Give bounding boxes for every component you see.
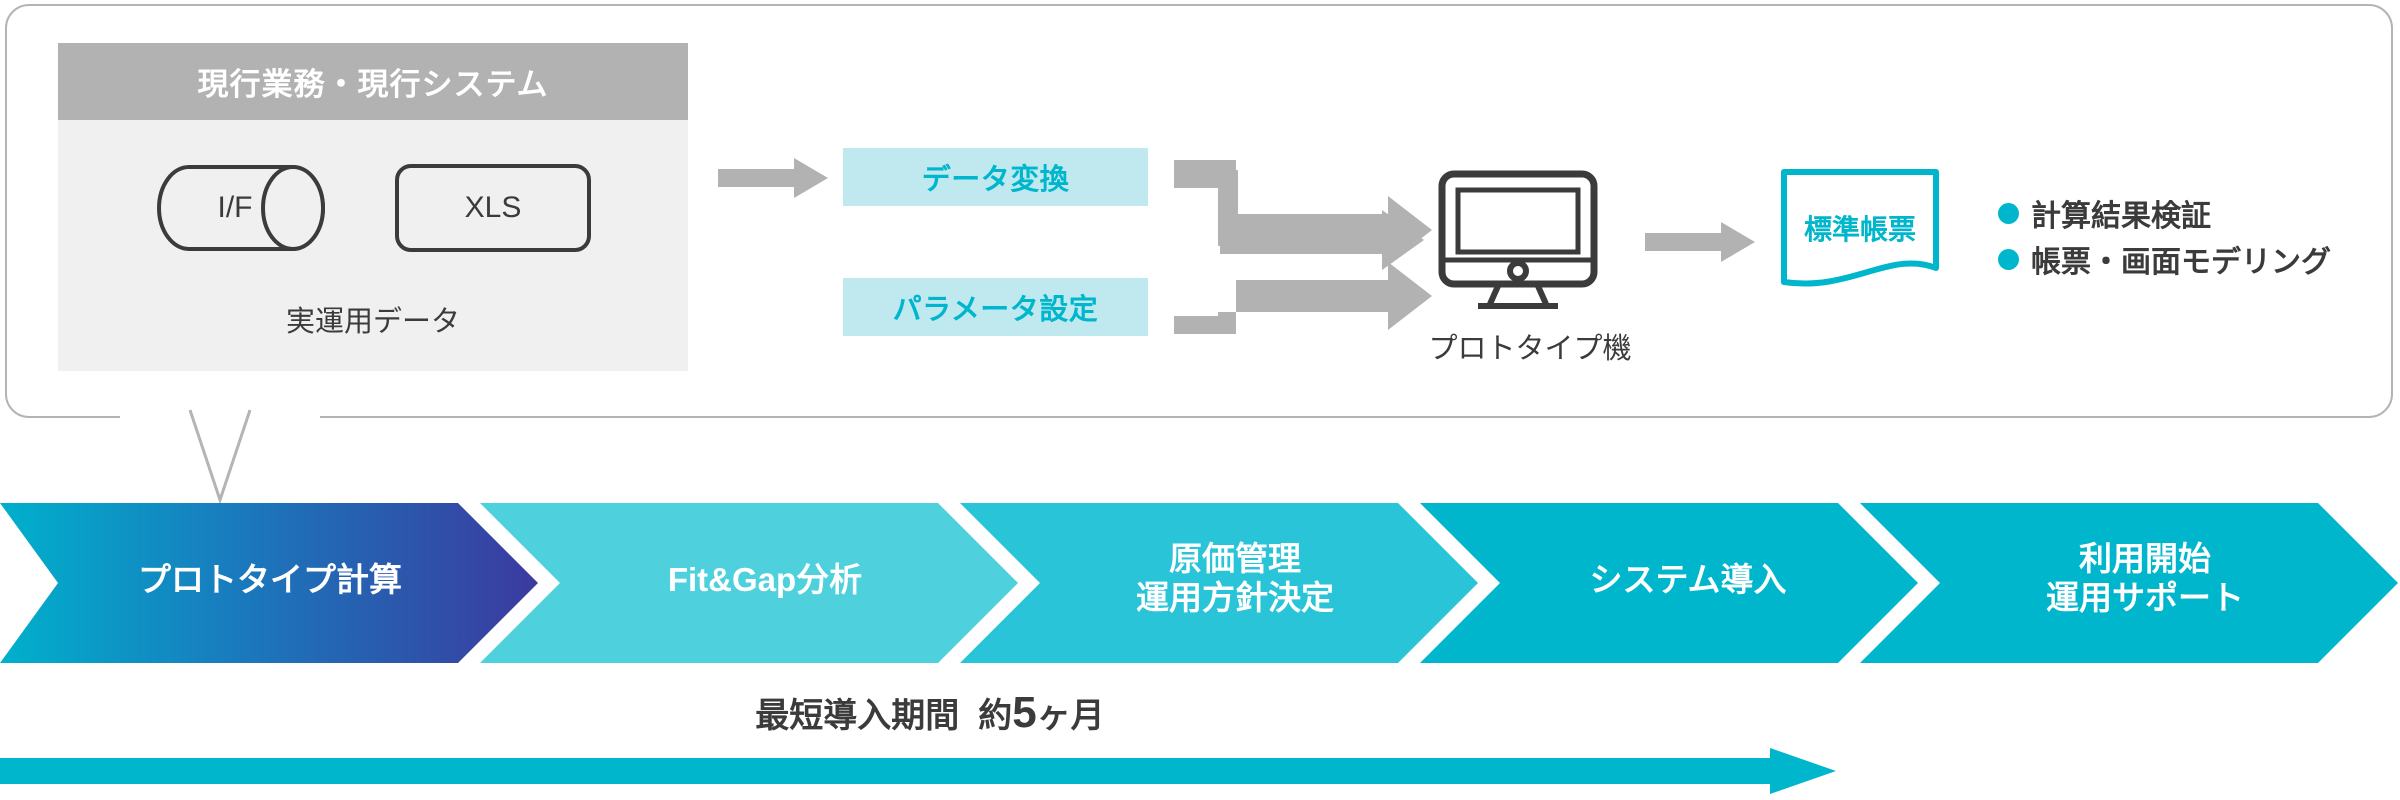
duration-caption: 最短導入期間 約5ヶ月 xyxy=(0,688,1860,738)
phase-chevrons xyxy=(0,503,2398,663)
cylinder-icon xyxy=(157,164,325,251)
phase-shape-cost-management xyxy=(960,503,1478,663)
duration-prefix: 最短導入期間 xyxy=(755,697,960,735)
legacy-panel-caption: 実運用データ xyxy=(285,306,460,338)
arrow-elbow-pair xyxy=(1174,160,1432,334)
xls-box-label: XLS xyxy=(464,190,522,224)
legacy-system-panel: 現行業務・現行システム I/F XLS 実運用データ xyxy=(58,43,688,371)
interface-cylinder: I/F xyxy=(155,164,347,252)
list-item: 計算結果検証 xyxy=(1998,190,2398,236)
process-phase-band: プロトタイプ計算 Fit&Gap分析 原価管理 運用方針決定 システム導入 利用… xyxy=(0,503,2400,663)
duration-approx: 約 xyxy=(978,697,1013,735)
arrow-prototype-to-document xyxy=(1645,222,1755,262)
monitor-icon xyxy=(1438,170,1598,309)
xls-box: XLS xyxy=(395,163,591,252)
prototype-machine-caption: プロトタイプ機 xyxy=(1428,333,1632,365)
step-box-parameter-setting: パラメータ設定 xyxy=(843,278,1148,336)
legacy-shapes-row: I/F XLS xyxy=(58,120,688,295)
bullet-dot-icon xyxy=(1998,202,2019,224)
prototype-machine xyxy=(1434,170,1624,312)
document-icon xyxy=(1781,169,1939,287)
legacy-panel-title: 現行業務・現行システム xyxy=(58,43,688,120)
bullet-label-report-screen-modeling: 帳票・画面モデリング xyxy=(2031,246,2331,279)
duration-arrow-icon xyxy=(0,748,1836,794)
step-box-data-conversion: データ変換 xyxy=(843,148,1148,206)
phase-shape-system-introduction xyxy=(1420,503,1918,663)
step-label-parameter-setting: パラメータ設定 xyxy=(892,294,1099,326)
verification-bullet-list: 計算結果検証 帳票・画面モデリング xyxy=(1998,190,2398,282)
standard-report-document xyxy=(1780,168,1940,298)
phase-shape-prototype-calculation xyxy=(0,503,538,663)
arrow-legacy-to-steps xyxy=(718,158,828,198)
phase-shape-service-start xyxy=(1860,503,2398,663)
step-label-data-conversion: データ変換 xyxy=(921,164,1070,196)
duration-unit: ヶ月 xyxy=(1036,697,1105,735)
bullet-dot-icon xyxy=(1998,248,2019,270)
standard-report-label: 標準帳票 xyxy=(1803,214,1916,245)
list-item: 帳票・画面モデリング xyxy=(1998,236,2398,282)
phase-shape-fit-gap-analysis xyxy=(480,503,1018,663)
interface-cylinder-label: I/F xyxy=(217,190,253,224)
down-notch-icon xyxy=(120,400,320,505)
duration-value: 5 xyxy=(1012,688,1037,737)
bullet-label-calculation-verification: 計算結果検証 xyxy=(2031,200,2211,233)
